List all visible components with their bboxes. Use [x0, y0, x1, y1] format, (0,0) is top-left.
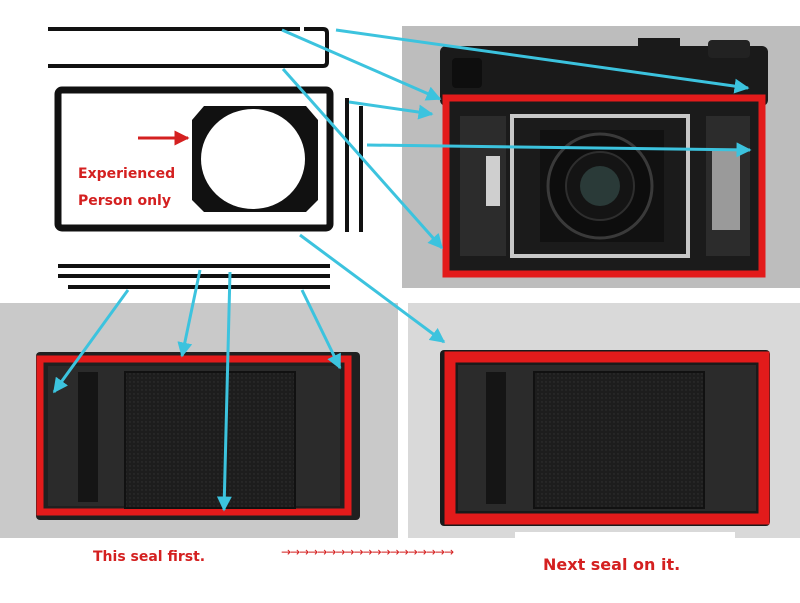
- template-strip-bracket: [48, 27, 329, 68]
- caption-this-seal-first: This seal first.: [93, 549, 206, 565]
- cyan-arrow-icon: [52, 28, 752, 512]
- caption-next-seal: Next seal on it.: [543, 555, 681, 574]
- note-person-only: Person only: [78, 193, 171, 209]
- caption-box-right: [515, 532, 735, 570]
- template-frame: [54, 86, 334, 232]
- template-lens-hole: [201, 109, 305, 209]
- note-experienced: Experienced: [78, 166, 176, 182]
- film-door-photo-right: [408, 303, 800, 538]
- caption-arrow-chain: →→→→→→→→→→→→→→→→→→→: [281, 545, 454, 559]
- camera-body-photo: [402, 26, 800, 288]
- seal-template: [48, 27, 363, 289]
- film-door-photo-left: [0, 303, 398, 538]
- caption-box-left: [132, 538, 277, 566]
